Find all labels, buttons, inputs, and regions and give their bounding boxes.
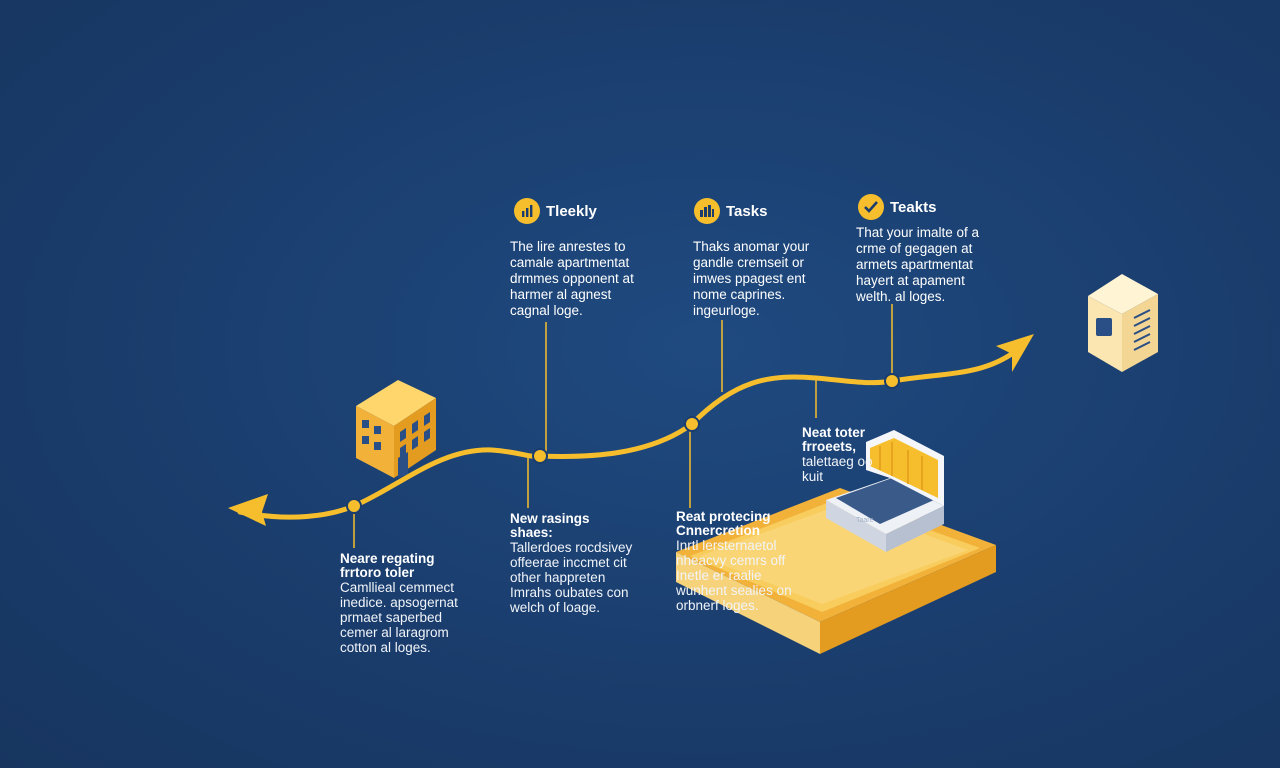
milestone-body-3: That your imalte of a crme of gegagen at…: [856, 225, 980, 304]
bottom-milestone-1: Neare regating frrtoro toler Camllieal c…: [340, 551, 458, 656]
side-milestone-body: talettaeg oo kuit: [802, 454, 873, 484]
building-illustration: [356, 380, 436, 478]
laptop-illustration: Taare: [826, 430, 944, 552]
arrow-left-icon: [228, 494, 268, 526]
arrow-right-icon: [996, 334, 1034, 372]
milestone-title-2: Tasks: [726, 202, 768, 220]
milestone-header-2: Tasks: [694, 198, 767, 224]
side-milestone: Neat toter frroeets, talettaeg oo kuit: [802, 425, 873, 485]
side-milestone-title: Neat toter frroeets,: [802, 425, 866, 454]
bottom-milestone-title-2: New rasings shaes:: [510, 511, 590, 540]
bottom-milestone-body-3: Inrtl lersternaetol nheacvy cemrs off In…: [676, 538, 792, 613]
milestone-body-2: Thaks anomar your gandle cremseit or imw…: [693, 239, 810, 318]
building-chart-icon: [694, 198, 720, 224]
bottom-milestone-title-1: Neare regating frrtoro toler: [340, 551, 435, 580]
bottom-milestone-title-3: Reat protecing Cnnercretion: [676, 509, 771, 538]
bottom-milestone-2: New rasings shaes: Tallerdoes rocdsivey …: [510, 511, 633, 616]
milestone-title-1: Tleekly: [546, 202, 597, 220]
bottom-milestone-body-2: Tallerdoes rocdsivey offeerae inccmet ci…: [510, 540, 633, 615]
timeline-node-4: [884, 373, 900, 389]
milestone-title-3: Teakts: [890, 198, 937, 216]
milestone-header-1: Tleekly: [514, 198, 597, 224]
connector-lines: [353, 304, 893, 548]
bottom-milestone-3: Reat protecing Cnnercretion Inrtl lerste…: [676, 509, 792, 614]
document-cube-illustration: [1088, 274, 1158, 372]
milestone-body-1: The lire anrestes to camale apartmentat …: [510, 239, 634, 318]
bottom-milestone-body-1: Camllieal cemmect inedice. apsogernat pr…: [340, 580, 458, 655]
checkmark-icon: [858, 194, 884, 220]
laptop-screen-text: Taare: [856, 517, 874, 524]
milestone-header-3: Teakts: [858, 194, 936, 220]
timeline-node-3: [684, 416, 700, 432]
timeline-nodes: [346, 373, 900, 514]
timeline-node-1: [346, 498, 362, 514]
bar-chart-icon: [514, 198, 540, 224]
timeline-node-2: [532, 448, 548, 464]
